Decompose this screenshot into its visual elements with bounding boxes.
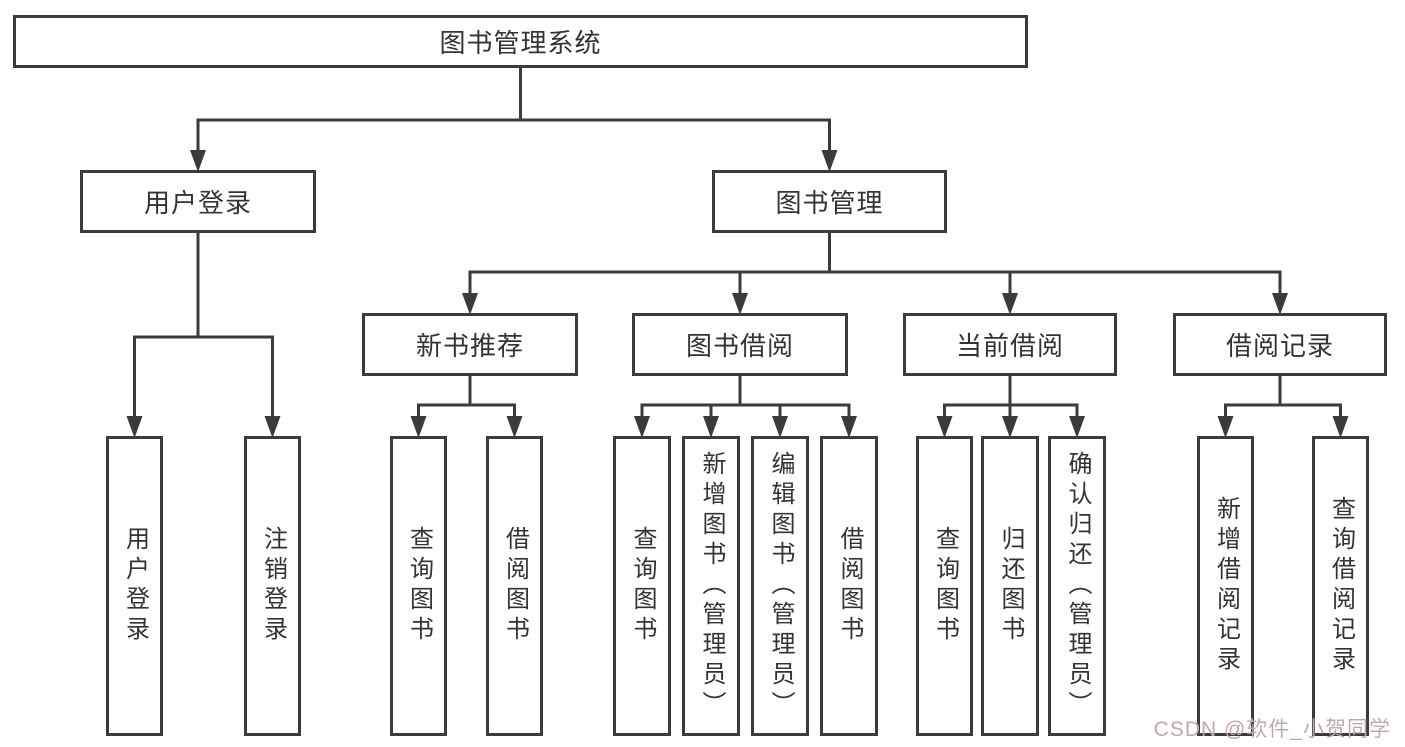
node-rec-query-book: 查询图书: [390, 436, 447, 736]
node-rec-borrow-book: 借阅图书: [486, 436, 543, 736]
node-bb-query-book: 查询图书: [613, 436, 671, 736]
node-bb-edit-book: 编辑图书（管理员）: [751, 436, 809, 736]
node-logout-action: 注销登录: [244, 436, 301, 736]
node-book-mgmt: 图书管理: [712, 170, 947, 233]
node-br-add-record: 新增借阅记录: [1197, 436, 1254, 736]
node-user-login-action: 用户登录: [106, 436, 163, 736]
node-bb-add-book: 新增图书（管理员）: [682, 436, 740, 736]
node-cb-return-book: 归还图书: [981, 436, 1039, 736]
node-current-borrow: 当前借阅: [903, 313, 1117, 376]
node-user-login: 用户登录: [80, 170, 316, 233]
node-bb-borrow-book: 借阅图书: [820, 436, 878, 736]
node-borrow-record: 借阅记录: [1173, 313, 1387, 376]
node-root: 图书管理系统: [13, 15, 1028, 68]
csdn-watermark: CSDN @软件_小贺同学: [1153, 718, 1391, 741]
node-new-book-rec: 新书推荐: [362, 313, 578, 376]
node-book-borrow: 图书借阅: [632, 313, 848, 376]
node-cb-confirm-return: 确认归还（管理员）: [1048, 436, 1106, 736]
node-br-query-record: 查询借阅记录: [1312, 436, 1369, 736]
node-cb-query-book: 查询图书: [916, 436, 973, 736]
